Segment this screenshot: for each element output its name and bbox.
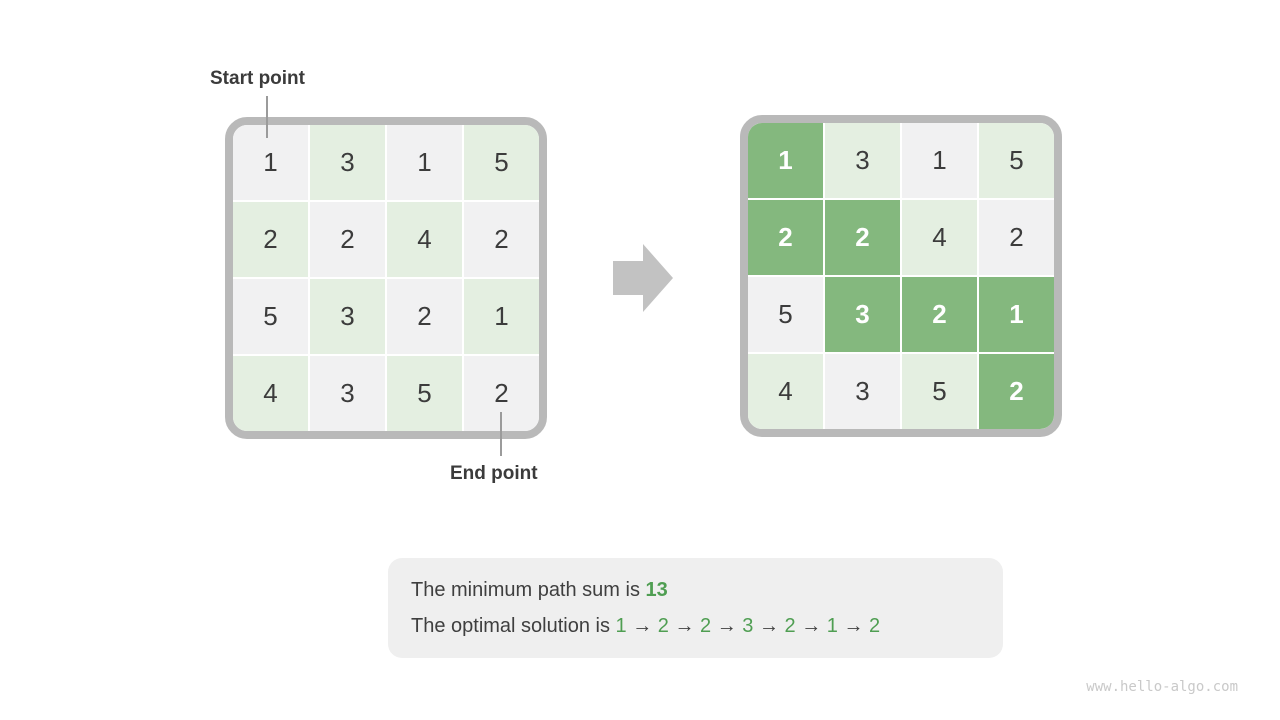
- grid-cell: 3: [825, 354, 900, 429]
- grid-cell: 5: [902, 354, 977, 429]
- grid-cell: 3: [825, 277, 900, 352]
- start-point-label: Start point: [210, 68, 305, 89]
- right-block-arrow-icon: [613, 244, 673, 312]
- grid-cell: 1: [748, 123, 823, 198]
- grid-cell: 2: [825, 200, 900, 275]
- grid-cell: 2: [464, 202, 539, 277]
- grid-cell: 2: [233, 202, 308, 277]
- grid-cell: 5: [233, 279, 308, 354]
- grid-cell: 2: [902, 277, 977, 352]
- grid-cell: 1: [902, 123, 977, 198]
- sequence-number: 2: [869, 615, 881, 637]
- result-box: The minimum path sum is 13 The optimal s…: [388, 558, 1003, 658]
- grid-cell: 5: [464, 125, 539, 200]
- sequence-number: 2: [657, 615, 669, 637]
- grid-cell: 5: [387, 356, 462, 431]
- start-point-leader-line: [266, 96, 268, 138]
- watermark: www.hello-algo.com: [1086, 679, 1238, 695]
- sequence-number: 3: [742, 615, 754, 637]
- min-sum-line: The minimum path sum is 13: [411, 576, 1003, 604]
- sequence-number: 1: [615, 615, 627, 637]
- sequence-number: 2: [784, 615, 796, 637]
- grid-cell: 3: [310, 279, 385, 354]
- grid-cell: 3: [825, 123, 900, 198]
- grid-cell: 2: [979, 354, 1054, 429]
- grid-cell: 2: [748, 200, 823, 275]
- grid-cell: 4: [233, 356, 308, 431]
- sequence-arrow: →: [711, 615, 743, 637]
- grid-cell: 1: [387, 125, 462, 200]
- sequence-arrow: →: [626, 615, 658, 637]
- min-sum-value: 13: [645, 579, 668, 601]
- optimal-solution-line: The optimal solution is 1 → 2 → 2 → 3 → …: [411, 612, 1003, 640]
- grid-cell: 4: [748, 354, 823, 429]
- grid-cell: 2: [310, 202, 385, 277]
- grid-cell: 2: [387, 279, 462, 354]
- sequence-number: 2: [700, 615, 712, 637]
- sequence-arrow: →: [753, 615, 785, 637]
- sequence-arrow: →: [668, 615, 701, 637]
- grid-cell: 5: [979, 123, 1054, 198]
- grid-cell: 1: [979, 277, 1054, 352]
- grid-cell: 2: [979, 200, 1054, 275]
- grid-cell: 4: [387, 202, 462, 277]
- optimal-solution-prefix: The optimal solution is: [411, 615, 616, 637]
- grid-cell: 3: [310, 356, 385, 431]
- end-point-label: End point: [450, 463, 538, 484]
- grid-cell: 3: [310, 125, 385, 200]
- end-point-leader-line: [500, 412, 502, 456]
- grid-cell: 1: [233, 125, 308, 200]
- min-sum-prefix: The minimum path sum is: [411, 579, 646, 601]
- sequence-arrow: →: [837, 615, 870, 637]
- sequence-number: 1: [826, 615, 838, 637]
- grid-cell: 1: [464, 279, 539, 354]
- solution-sequence: 1 → 2 → 2 → 3 → 2 → 1 → 2: [616, 615, 881, 637]
- sequence-arrow: →: [795, 615, 827, 637]
- grid-cell: 4: [902, 200, 977, 275]
- grid-cell: 5: [748, 277, 823, 352]
